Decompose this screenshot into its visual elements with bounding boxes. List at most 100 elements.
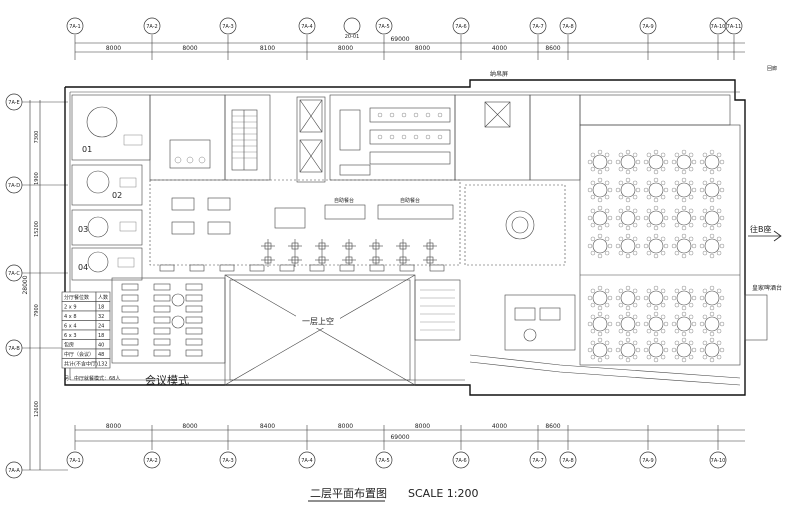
seat-table-cell: 40 bbox=[98, 343, 104, 349]
meeting-table bbox=[153, 349, 171, 357]
drawing-title: 二层平面布置图 bbox=[310, 487, 387, 500]
grid-label-bottom: 7A-3 bbox=[222, 458, 233, 464]
grid-bubble-top bbox=[452, 17, 470, 35]
bottom-dim-value: 8400 bbox=[260, 423, 275, 430]
top-dim-value: 8000 bbox=[106, 45, 121, 52]
seat-table-cell: 中厅（会议） bbox=[64, 351, 94, 358]
grid-label-top: 7A-5 bbox=[378, 24, 389, 30]
banquet-table bbox=[648, 290, 664, 306]
grid-label-bottom: 7A-2 bbox=[146, 458, 157, 464]
grid-bubble-top bbox=[529, 17, 547, 35]
meeting-table bbox=[171, 293, 185, 307]
banquet-table bbox=[704, 290, 720, 306]
drawing-scale: SCALE 1:200 bbox=[408, 487, 478, 500]
grid-label-top: 7A-9 bbox=[642, 24, 653, 30]
seat-table-cell: 分厅餐位数 bbox=[64, 294, 89, 301]
room-04-label: 04 bbox=[78, 263, 88, 272]
grid-bubble-left bbox=[5, 264, 23, 282]
meeting-table bbox=[153, 294, 171, 302]
room-02-label: 02 bbox=[112, 191, 122, 200]
service-core bbox=[149, 94, 326, 183]
meeting-table bbox=[121, 316, 139, 324]
buffet-1-label: 自助餐台 bbox=[334, 197, 354, 204]
banquet-table bbox=[704, 238, 720, 254]
dining-table bbox=[429, 264, 445, 272]
bar-label: 皇家啤酒台 bbox=[752, 284, 782, 292]
grid-label-top: 7A-8 bbox=[562, 24, 573, 30]
banquet-table bbox=[592, 316, 608, 332]
banquet-table bbox=[620, 238, 636, 254]
left-dim-value: 7900 bbox=[34, 304, 40, 317]
banquet-table bbox=[676, 238, 692, 254]
bottom-dim-value: 8000 bbox=[338, 423, 353, 430]
grid-label-bottom: 7A-4 bbox=[301, 458, 312, 464]
meeting-table bbox=[121, 349, 139, 357]
bottom-dim-value: 4000 bbox=[492, 423, 507, 430]
top-dim-value: 8000 bbox=[182, 45, 197, 52]
meeting-table bbox=[185, 349, 203, 357]
grid-bubble-bottom bbox=[375, 451, 393, 469]
grid-label-left: 7A-A bbox=[8, 468, 20, 474]
banquet-table bbox=[620, 154, 636, 170]
banquet-table bbox=[648, 316, 664, 332]
grid-bubble-special bbox=[343, 17, 361, 35]
banquet-table bbox=[648, 210, 664, 226]
grid-bubble-bottom bbox=[143, 451, 161, 469]
banquet-table bbox=[592, 182, 608, 198]
grid-bubble-bottom bbox=[559, 451, 577, 469]
grid-label-top: 7A-10 bbox=[711, 24, 726, 30]
grid-bubble-left bbox=[5, 461, 23, 479]
banquet-table bbox=[648, 154, 664, 170]
grid-bubble-left bbox=[5, 339, 23, 357]
grid-bubble-top bbox=[66, 17, 84, 35]
banquet-table bbox=[620, 210, 636, 226]
grid-label-bottom: 7A-1 bbox=[69, 458, 80, 464]
banquet-table bbox=[592, 238, 608, 254]
seat-table-cell: 2 x 9 bbox=[64, 305, 77, 311]
banquet-table bbox=[592, 342, 608, 358]
meeting-table bbox=[185, 283, 203, 291]
seat-table-cell: 24 bbox=[98, 324, 104, 330]
seat-table-cell: 18 bbox=[98, 333, 104, 339]
grid-bubble-left bbox=[5, 93, 23, 111]
meeting-table bbox=[153, 283, 171, 291]
banquet-table bbox=[676, 342, 692, 358]
left-dim-value: 7300 bbox=[34, 131, 40, 144]
void-label: 一层上空 bbox=[302, 316, 334, 326]
top-total-dim: 69000 bbox=[390, 36, 409, 43]
meeting-table bbox=[185, 316, 203, 324]
meeting-table bbox=[185, 338, 203, 346]
room-01-label: 01 bbox=[82, 145, 92, 154]
grid-bubble-left bbox=[5, 176, 23, 194]
grid-label-bottom: 7A-5 bbox=[378, 458, 389, 464]
grid-label-left: 7A-B bbox=[8, 346, 20, 352]
meeting-table bbox=[185, 305, 203, 313]
left-total-dim: 28000 bbox=[22, 275, 29, 294]
banquet-table bbox=[648, 182, 664, 198]
banquet-table bbox=[592, 290, 608, 306]
atrium-void: 一层上空 bbox=[224, 274, 461, 386]
meeting-table bbox=[121, 305, 139, 313]
top-dim-value: 4000 bbox=[492, 45, 507, 52]
meeting-mode-label: 会议模式 bbox=[145, 374, 189, 387]
seat-note: 另：中厅就餐模式：68人 bbox=[64, 375, 120, 382]
banquet-table bbox=[620, 342, 636, 358]
lounge bbox=[504, 294, 576, 351]
top-dim-value: 8100 bbox=[260, 45, 275, 52]
bottom-dim-value: 8600 bbox=[545, 423, 560, 430]
kitchen bbox=[329, 94, 456, 181]
bottom-total-dim: 69000 bbox=[390, 434, 409, 441]
banquet-table bbox=[620, 290, 636, 306]
grid-bubble-top bbox=[559, 17, 577, 35]
meeting-table bbox=[185, 327, 203, 335]
bottom-dim-value: 8000 bbox=[182, 423, 197, 430]
banquet-table bbox=[676, 210, 692, 226]
grid-label-left: 7A-C bbox=[8, 271, 20, 277]
banquet-table bbox=[676, 182, 692, 198]
grid-label-left: 7A-D bbox=[8, 183, 20, 189]
banquet-table bbox=[620, 316, 636, 332]
